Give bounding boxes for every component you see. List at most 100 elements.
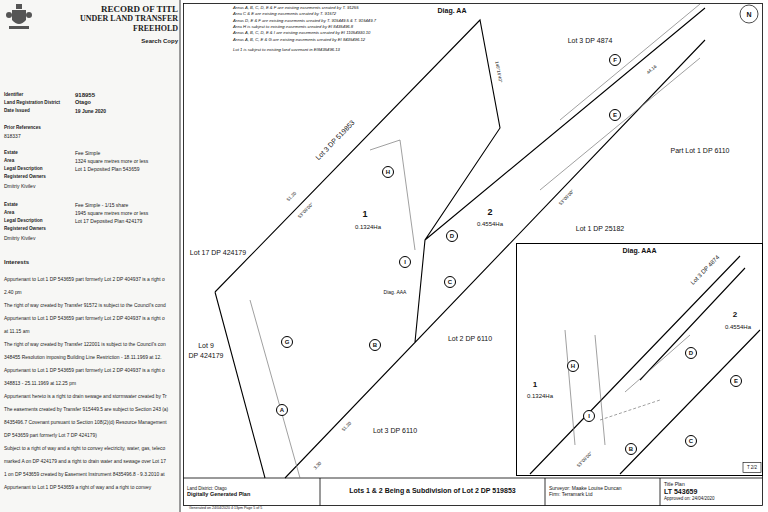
area-callout: H — [382, 166, 394, 178]
plan-label: 0.1324Ha — [354, 224, 382, 230]
plan-label: Areas D, E & F are existing easements cr… — [232, 18, 377, 22]
callout-letter: H — [571, 363, 575, 369]
inset-boundary — [530, 256, 760, 474]
inset-easement-line — [565, 330, 690, 445]
plan-label: 2 — [486, 208, 493, 217]
document-text: Date Issued — [4, 109, 30, 114]
shield — [12, 10, 26, 24]
document-text: Dmitriy Kivilev — [4, 236, 35, 241]
callout-letter: G — [285, 339, 290, 345]
document-text: 1945 square metres more or less — [75, 211, 148, 216]
plan-label: Areas A, B, C, D, E & F are existing eas… — [232, 6, 360, 10]
callout-letter: C — [689, 438, 693, 444]
callout-letter: I — [404, 259, 406, 265]
crown — [16, 4, 22, 9]
document-text: 348813 - 25.11.1969 at 12.25 pm — [4, 382, 76, 387]
plan-label: Lot 1 DP 25182 — [575, 225, 626, 232]
sheet-number-box — [743, 463, 761, 473]
node-text: Title Plan — [664, 482, 685, 488]
plan-label: 0.4554Ha — [724, 324, 752, 330]
document-text: Estate — [4, 203, 18, 208]
plan-label: Part Lot 1 DP 6110 — [670, 147, 731, 154]
plan-label: Lot 3 DP 6110 — [372, 427, 418, 434]
title-block-rules — [184, 478, 763, 506]
scroll — [9, 26, 29, 29]
plan-label: Area C & E are existing easements create… — [232, 12, 337, 16]
plan-label: 53°09'00" — [576, 451, 594, 469]
document-text: Lot 17 Deposited Plan 424179 — [75, 219, 142, 224]
inset-dashed-line — [600, 400, 660, 420]
area-callout: E — [730, 375, 742, 387]
title-block-cell: Land District: OtagoDigitally Generated … — [183, 478, 320, 505]
plan-label: Generated on 24/04/2020 4:13pm Page 5 of… — [188, 507, 263, 511]
document-text: 818337 — [4, 134, 21, 139]
callout-letter: D — [450, 233, 454, 239]
plan-label: T 2/2 — [746, 465, 758, 470]
document-text: Land Registration District — [4, 101, 60, 106]
document-text: Estate — [4, 151, 18, 156]
document-text: Otago — [75, 100, 91, 106]
document-text: Appurtenant to Lot 1 DP 543659 part form… — [4, 278, 165, 283]
plan-label: Areas A, B, C, D, E & I are existing eas… — [232, 31, 371, 35]
callout-letter: B — [373, 342, 377, 348]
plan-label: Lot 9 — [197, 342, 215, 349]
document-text: marked A on DP 424179 and a right to dra… — [4, 460, 166, 465]
callout-letter: C — [448, 279, 452, 285]
area-callout: B — [625, 443, 637, 455]
area-callout: A — [276, 404, 288, 416]
plan-label: 0.4554Ha — [476, 221, 504, 227]
title-block-cell: Title PlanLT 543659Approved on: 24/04/20… — [660, 478, 763, 505]
document-text: Interests — [4, 259, 29, 265]
callout-letter: B — [629, 446, 633, 452]
document-text: Appurtenant to Lot 1 DP 543659 a right o… — [4, 486, 151, 491]
node-text: Lots 1 & 2 Being a Subdivision of Lot 2 … — [349, 487, 515, 495]
area-callout: I — [583, 410, 595, 422]
document-text: Legal Description — [4, 219, 43, 224]
plan-label: Lot 3 DP 4874 — [689, 253, 721, 286]
node-text: Land District: Otago — [187, 486, 227, 491]
node-text: LT 543659 — [664, 488, 697, 496]
document-text: Fee Simple - 1/15 share — [75, 203, 128, 208]
callout-letter: F — [613, 57, 617, 63]
document-text: Legal Description — [4, 167, 43, 172]
document-text: Appurtenant to Lot 1 DP 543659 part form… — [4, 369, 165, 374]
plan-label: 140°16'40" — [494, 60, 503, 84]
document-text: 348455 Resolution imposing Building Line… — [4, 356, 162, 361]
document-text: Appurtenant hereto is a right to drain s… — [4, 395, 167, 400]
area-callout: D — [685, 347, 697, 359]
plan-label: 3.30 — [313, 461, 324, 472]
supporter — [26, 12, 32, 18]
document-text: at 11.15 am — [4, 330, 29, 335]
coat-of-arms — [6, 4, 32, 29]
plan-frame — [184, 4, 763, 506]
callout-letter: E — [734, 378, 738, 384]
document-text: Lot 1 Deposited Plan 543659 — [75, 167, 140, 172]
document-text: 8435496.7 Covenant pursuant to Section 1… — [4, 421, 167, 426]
node-text: Diag. AAA — [623, 247, 657, 255]
area-callout: D — [446, 230, 458, 242]
area-callout: C — [444, 276, 456, 288]
node-text: Firm: Terramark Ltd — [549, 492, 593, 498]
document-text: Area — [4, 211, 14, 216]
plan-label: Lot 3 DP 4874 — [567, 37, 614, 44]
document-text: Registered Owners — [4, 175, 46, 180]
document-text: Dmitriy Kivilev — [4, 184, 35, 189]
document-text: 2.40 pm — [4, 291, 22, 296]
callout-letter: H — [386, 169, 390, 175]
plan-label: Lot 17 DP 424179 — [189, 249, 247, 256]
plan-label: Areas A, B, C, E & G are existing easeme… — [232, 37, 366, 41]
plan-label: Lot 1 is subject to existing land covena… — [232, 48, 341, 52]
document-text: Appurtenant to Lot 1 DP 543659 part form… — [4, 317, 165, 322]
diagram-inset: H I D E B C Diag. AAA — [516, 243, 763, 476]
plan-label: 53°09'00" — [558, 189, 576, 207]
document-text: Search Copy — [141, 38, 178, 44]
plan-label: 2 — [732, 311, 738, 319]
document-text: Identifier — [4, 93, 23, 98]
document-text: 1324 square metres more or less — [75, 159, 148, 164]
plan-label: 1 — [532, 381, 538, 389]
area-callout: H — [567, 360, 579, 372]
plan-label: 0.1324Ha — [526, 393, 554, 399]
plan-label: N — [745, 11, 752, 18]
document-text: Fee Simple — [75, 151, 100, 156]
plan-label: Diag. AAA — [383, 290, 408, 295]
